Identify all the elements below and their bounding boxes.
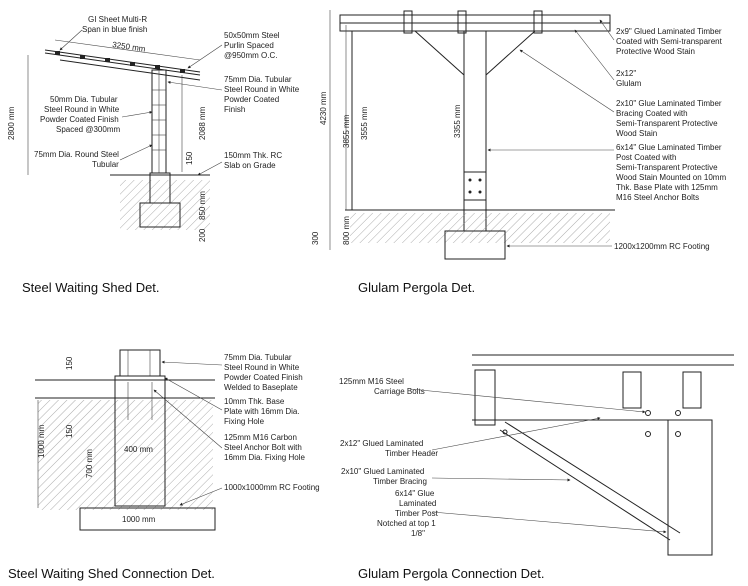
dim-base: 200: [198, 228, 207, 242]
label-carriage-bolts: 125mm M16 Steel Carriage Bolts: [339, 377, 425, 396]
label-footing: 1000x1000mm RC Footing: [224, 483, 320, 492]
brace-inner: [504, 421, 681, 534]
brace: [499, 429, 671, 541]
label-glued-2x9: 2x9" Glued Laminated Timber Coated with …: [616, 27, 724, 56]
glulam-pergola-connection-detail: 125mm M16 Steel Carriage Bolts 2x12" Glu…: [339, 354, 734, 556]
label-glulam-2x12: 2x12" Glulam: [616, 69, 642, 88]
tubular-column: [119, 349, 161, 377]
soil-hatch: [38, 400, 213, 510]
dim-150b: 150: [65, 424, 74, 438]
glulam-pergola-detail: 4230 mm 3855 mm 3555 mm 3355 mm 300 800 …: [311, 10, 728, 260]
label-purlin: 50x50mm Steel Purlin Spaced @950mm O.C.: [224, 31, 282, 60]
caption-steel-shed-connection: Steel Waiting Shed Connection Det.: [8, 566, 215, 581]
roof-sheet: [44, 49, 201, 73]
dim-150a: 150: [65, 356, 74, 370]
dim-700: 700 mm: [85, 449, 94, 478]
soil-hatch: [350, 213, 610, 243]
caption-glulam-pergola: Glulam Pergola Det.: [358, 280, 475, 295]
label-round-75: 75mm Dia. Round Steel Tubular: [34, 150, 121, 169]
label-rc-footing: 1200x1200mm RC Footing: [614, 242, 710, 251]
brace-right: [485, 30, 536, 76]
footing: [139, 202, 181, 228]
soil-hatch: [120, 180, 210, 230]
dim-400: 400 mm: [124, 445, 153, 454]
glulam-beam: [339, 22, 611, 32]
dim-f2: 800 mm: [342, 216, 351, 245]
glulam-post: [463, 30, 487, 232]
dim-f1: 300: [311, 231, 320, 245]
dim-span: 3250 mm: [112, 40, 147, 54]
steel-shed-connection-detail: 150 150 1000 mm 700 mm 400 mm 1000 mm 75…: [35, 349, 320, 531]
dim-1000h: 1000 mm: [122, 515, 156, 524]
roof-beam: [59, 59, 159, 75]
label-base-plate: 10mm Thk. Base Plate with 16mm Dia. Fixi…: [224, 397, 302, 426]
label-post-6x14: 6x14" Glue Laminated Timber Post Coated …: [616, 143, 728, 202]
dim-d3: 3355 mm: [453, 104, 462, 138]
label-tubular-50: 50mm Dia. Tubular Steel Round in White P…: [40, 95, 121, 134]
base-plate: [463, 171, 487, 201]
label-bracing: 2x10" Glued Laminated Timber Bracing: [341, 467, 427, 486]
dim-1000v: 1000 mm: [37, 424, 46, 458]
caption-steel-shed: Steel Waiting Shed Det.: [22, 280, 160, 295]
dim-slab: 150: [185, 151, 194, 165]
caption-glulam-pergola-connection: Glulam Pergola Connection Det.: [358, 566, 544, 581]
anchor-bolts: [468, 178, 482, 194]
rafter-blocks: [403, 10, 543, 34]
brace-left: [414, 30, 465, 76]
dim-d2: 3555 mm: [360, 106, 369, 140]
roof-sheet-lower: [44, 52, 201, 76]
label-tubular: 75mm Dia. Tubular Steel Round in White P…: [224, 353, 305, 392]
dim-post: 2088 mm: [198, 106, 207, 140]
label-bracing-2x10: 2x10" Glue Laminated Timber Bracing Coat…: [616, 99, 724, 138]
carriage-bolts: [502, 410, 681, 437]
label-anchor: 125mm M16 Carbon Steel Anchor Bolt with …: [224, 433, 305, 462]
glulam-post: [667, 419, 713, 556]
label-post: 6x14" Glue Laminated Timber Post Notched…: [377, 489, 440, 538]
pedestal: [114, 375, 166, 507]
label-tubular-75: 75mm Dia. Tubular Steel Round in White P…: [224, 75, 301, 114]
steel-shed-detail: 3250 mm 2800 mm 2088 mm 150 850 mm 200 G…: [7, 15, 301, 242]
label-header: 2x12" Glued Laminated Timber Header: [340, 439, 438, 458]
dim-total: 4230 mm: [319, 91, 328, 125]
rafter-blocks: [474, 369, 702, 426]
rc-footing: [79, 507, 216, 531]
dim-footing: 850 mm: [198, 191, 207, 220]
roof-beam-end: [157, 73, 201, 81]
rc-footing: [444, 230, 506, 260]
label-slab: 150mm Thk. RC Slab on Grade: [224, 151, 284, 170]
post-rungs: [152, 89, 166, 151]
label-gi-sheet: GI Sheet Multi-R Span in blue finish: [82, 15, 149, 34]
dim-d1: 3855 mm: [342, 114, 351, 148]
top-beam: [339, 14, 611, 24]
dim-height: 2800 mm: [7, 106, 16, 140]
purlin-row: [55, 51, 185, 73]
